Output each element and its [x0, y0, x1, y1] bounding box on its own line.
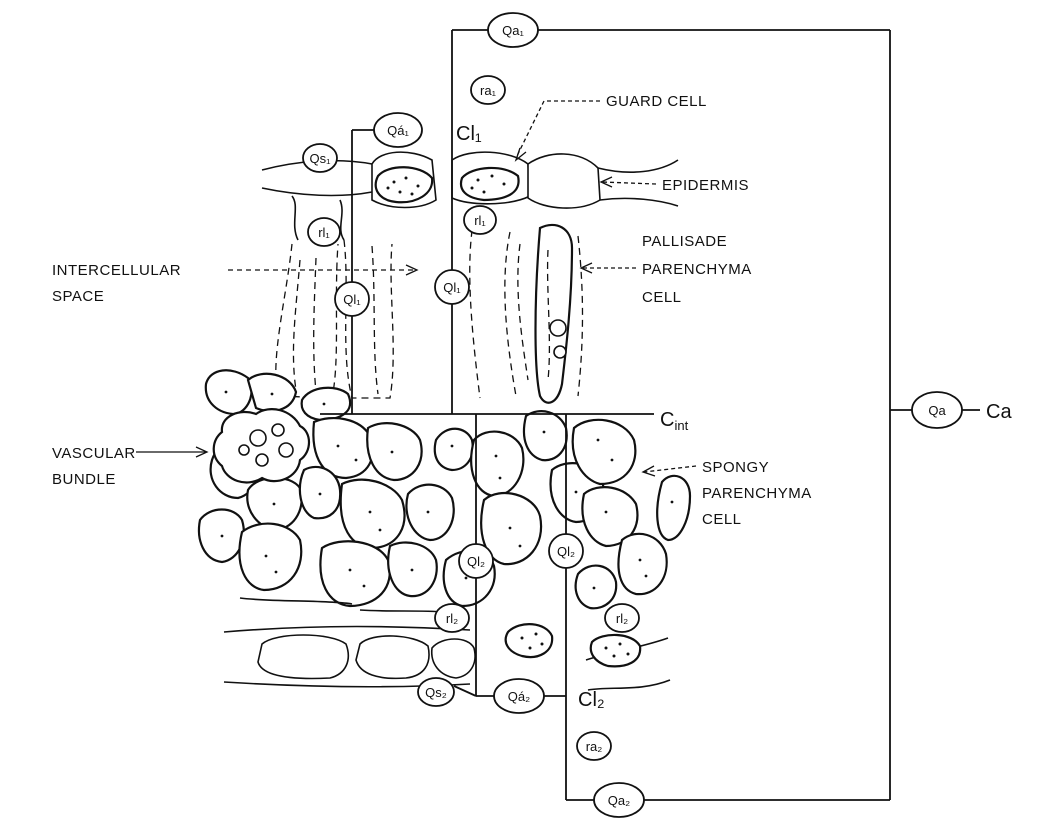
- node-ra1: ra₁: [471, 76, 505, 104]
- node-rl1-prime: rl₁: [308, 218, 340, 246]
- svg-text:rl₁: rl₁: [474, 213, 486, 228]
- label-intercellular-1: INTERCELLULAR: [52, 262, 181, 279]
- lower-guard-cell-left: [506, 624, 552, 657]
- label-pallisade-1: PALLISADE: [642, 233, 727, 250]
- label-spongy-1: SPONGY: [702, 459, 769, 476]
- pallisade-cell: [536, 225, 573, 403]
- guard-cell-right: [461, 168, 519, 200]
- node-rl1: rl₁: [464, 206, 496, 234]
- svg-text:rl₂: rl₂: [616, 611, 628, 626]
- svg-text:Qá₂: Qá₂: [508, 689, 530, 704]
- symbol-Cl1: Cl₁: [456, 123, 482, 145]
- node-Ql1: Ql₁: [435, 270, 469, 304]
- vascular-bundle: [214, 409, 309, 482]
- svg-text:rl₂: rl₂: [446, 611, 458, 626]
- label-vascular-2: BUNDLE: [52, 471, 116, 488]
- label-pallisade-3: CELL: [642, 289, 682, 306]
- node-Qa1-top: Qa₁: [488, 13, 538, 47]
- label-epidermis: EPIDERMIS: [662, 177, 749, 194]
- svg-text:Ql₁: Ql₁: [343, 292, 361, 307]
- label-guard-cell: GUARD CELL: [606, 93, 707, 110]
- svg-text:ra₁: ra₁: [480, 83, 497, 98]
- svg-text:ra₂: ra₂: [586, 739, 603, 754]
- node-rl2-prime: rl₂: [435, 604, 469, 632]
- label-spongy-2: PARENCHYMA: [702, 485, 812, 502]
- spongy-layer: [199, 370, 690, 608]
- svg-text:Qá₁: Qá₁: [387, 123, 409, 138]
- node-ra2: ra₂: [577, 732, 611, 760]
- lower-guard-cell-right: [591, 635, 640, 666]
- svg-text:Ql₁: Ql₁: [443, 280, 461, 295]
- svg-text:Qa₁: Qa₁: [502, 23, 524, 38]
- label-spongy-3: CELL: [702, 511, 742, 528]
- label-pallisade-2: PARENCHYMA: [642, 261, 752, 278]
- node-Qa2-bottom: Qa₂: [594, 783, 644, 817]
- node-Qa2-prime: Qá₂: [494, 679, 544, 713]
- svg-text:Qa₂: Qa₂: [608, 793, 630, 808]
- symbol-Cint: Cint: [660, 409, 689, 433]
- svg-text:Ql₂: Ql₂: [557, 544, 575, 559]
- symbol-Ca: Ca: [986, 401, 1012, 423]
- node-Ql1-prime: Ql₁: [335, 282, 369, 316]
- svg-text:Ql₂: Ql₂: [467, 554, 485, 569]
- svg-text:Qs₁: Qs₁: [310, 151, 332, 166]
- node-Qa: Qa: [912, 392, 962, 428]
- svg-text:Qs₂: Qs₂: [425, 685, 447, 700]
- label-intercellular-2: SPACE: [52, 288, 104, 305]
- node-Qs2: Qs₂: [418, 678, 454, 706]
- node-Qs1: Qs₁: [303, 144, 337, 172]
- node-rl2: rl₂: [605, 604, 639, 632]
- svg-text:rl₁: rl₁: [318, 225, 330, 240]
- guard-cell-left: [376, 167, 432, 202]
- symbol-Cl2: Cl₂: [578, 689, 605, 711]
- node-Qa1-prime: Qá₁: [374, 113, 422, 147]
- node-Ql2-prime: Ql₂: [459, 544, 493, 578]
- node-Ql2: Ql₂: [549, 534, 583, 568]
- label-vascular-1: VASCULAR: [52, 445, 136, 462]
- svg-text:Qa: Qa: [928, 403, 946, 418]
